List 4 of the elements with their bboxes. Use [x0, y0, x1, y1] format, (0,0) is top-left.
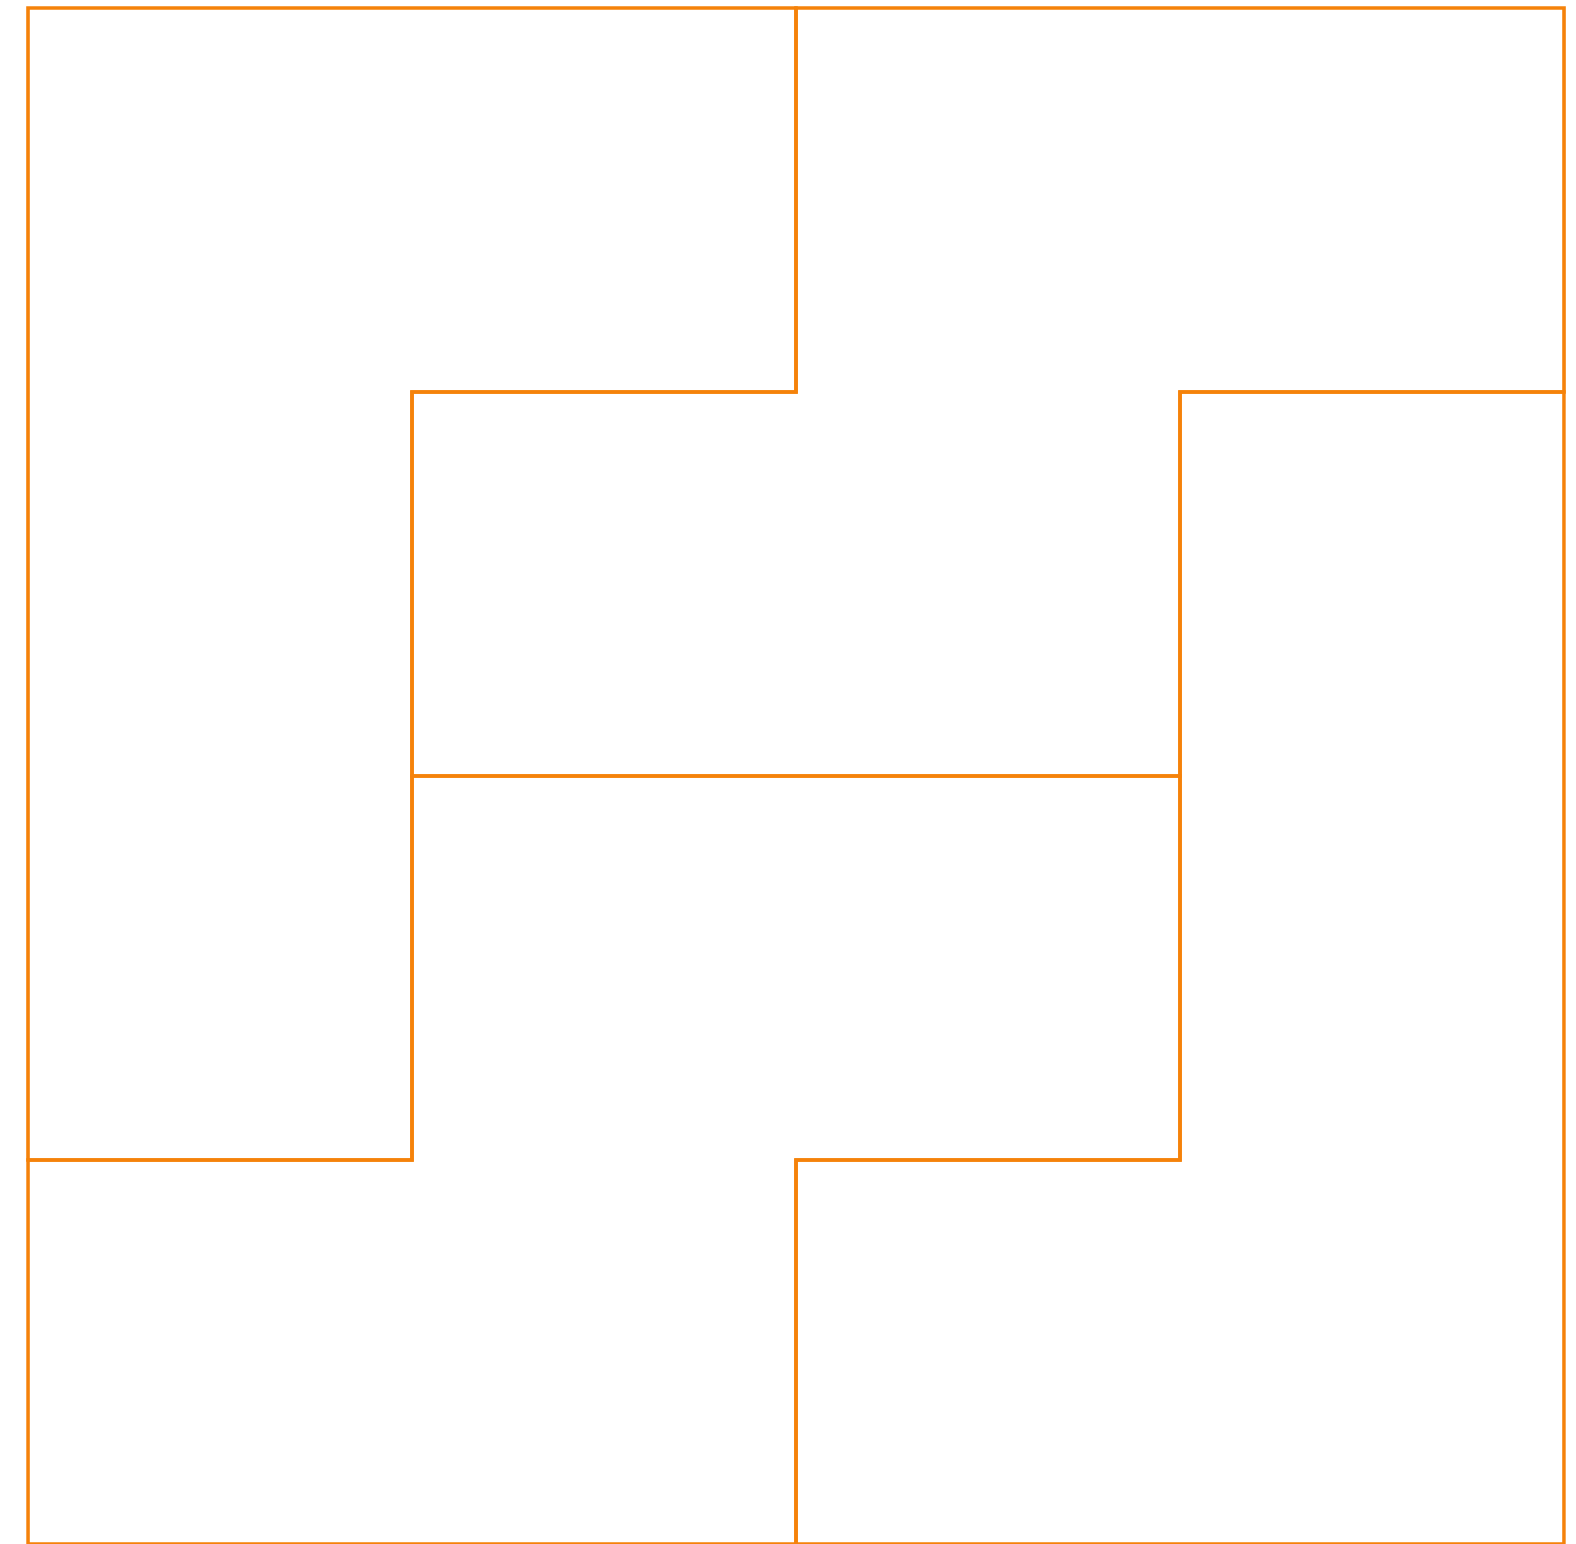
tetromino-piece [794, 390, 1566, 1544]
tetromino-piece [26, 6, 798, 1162]
tetromino-piece [26, 774, 1182, 1544]
tetromino-piece [410, 6, 1566, 778]
